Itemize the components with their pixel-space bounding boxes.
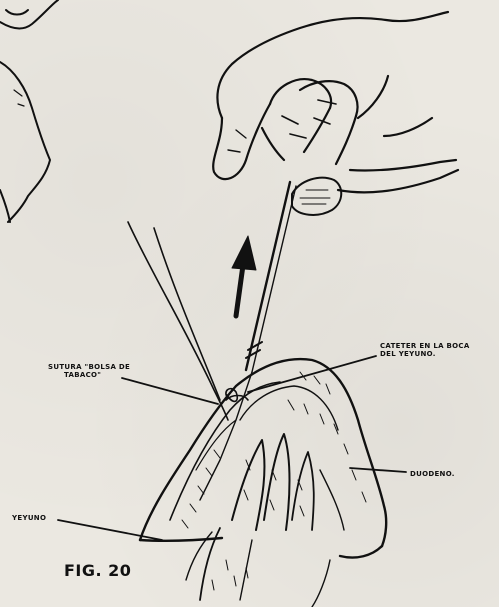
label-cateter-line2: del yeyuno. [380,350,470,358]
label-cateter: Cateter en la boca del yeyuno. [380,342,470,358]
label-sutura-line1: Sutura "Bolsa de [48,363,130,371]
direction-arrow [232,236,256,316]
leader-duodeno [350,468,406,472]
catheter [200,182,296,500]
label-sutura: Sutura "Bolsa de tabaco" [48,363,130,379]
label-sutura-line2: tabaco" [48,371,130,379]
label-yeyuno: Yeyuno [12,514,46,522]
leader-sutura [122,378,218,404]
label-duodeno: Duodeno. [410,470,455,478]
right-hand [213,12,458,215]
figure-number: Fig. 20 [64,562,131,580]
suture-threads [128,222,237,420]
left-hand-fragment [0,0,58,222]
intestine [140,359,386,607]
leader-lines [58,356,406,540]
label-cateter-line1: Cateter en la boca [380,342,470,350]
leader-cateter [248,356,376,392]
